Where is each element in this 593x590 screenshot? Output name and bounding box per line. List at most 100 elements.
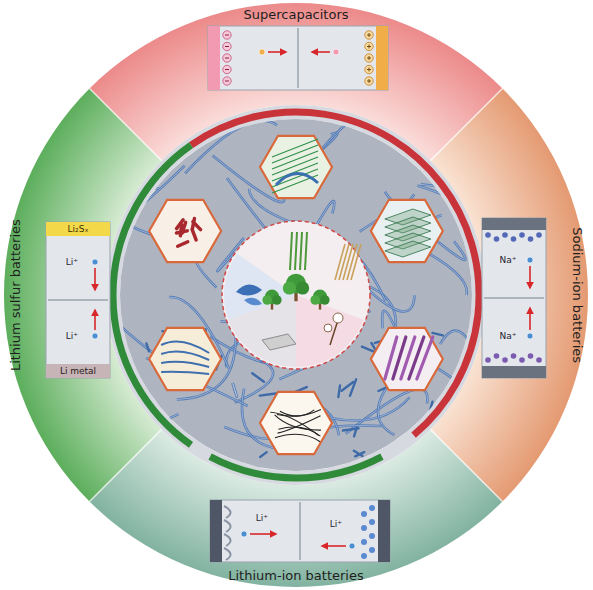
tree-crown (320, 295, 330, 305)
sodium-dot (511, 353, 517, 359)
ion-arrow (94, 310, 96, 330)
hexagon-inset (260, 392, 332, 454)
fiber-network (270, 412, 318, 435)
ion-dot (333, 49, 339, 55)
fiber (91, 130, 159, 189)
tree-crown (262, 295, 272, 305)
layered-sheet (385, 241, 431, 257)
separator (297, 28, 299, 88)
separator (484, 297, 544, 299)
sodium-dot (511, 236, 517, 242)
bamboo (300, 232, 302, 270)
sodium-dot (485, 357, 491, 363)
minus-sign (225, 46, 229, 47)
sodium-dot (536, 232, 542, 238)
hexagon-inset (149, 328, 221, 390)
fiber-rod (418, 447, 429, 448)
cathode-dot (361, 539, 367, 545)
hexagon-inset (260, 136, 332, 198)
blue-fiber (161, 372, 209, 374)
charge-symbol (223, 65, 231, 73)
ion-label: Li⁺ (256, 514, 268, 523)
cathode-dot (369, 519, 375, 525)
sodium-dot (502, 357, 508, 363)
sector-title: Supercapacitors (243, 8, 348, 22)
ion-arrow (529, 266, 531, 288)
anode-sheet (224, 506, 231, 518)
red-rod (177, 220, 184, 229)
hexagon-inset (371, 200, 443, 262)
sodium-dot (519, 357, 525, 363)
sector-title: Lithium-ion batteries (228, 569, 363, 583)
fiber-highlight (92, 412, 179, 438)
sector-band: Lithium sulfur batteries (8, 216, 24, 374)
electrode (378, 500, 390, 562)
fiber-rod (428, 402, 432, 417)
purple-fiber (409, 337, 424, 379)
fiber-rod (160, 411, 171, 420)
cotton-boll (333, 313, 343, 323)
fiber-rod (355, 452, 364, 456)
source-tint (224, 254, 296, 320)
tree-crown (296, 281, 309, 294)
cotton-boll (324, 324, 332, 332)
ion-dot (259, 49, 265, 55)
ion-arrow (268, 51, 286, 53)
electrode (482, 366, 546, 378)
cell-box (208, 26, 388, 90)
sector-band: Supercapacitors (240, 7, 351, 23)
paper-sheet (262, 334, 296, 350)
charge-symbol (223, 31, 231, 39)
charge-symbol (365, 65, 373, 73)
fiber-rod (430, 423, 438, 428)
sodium-dot (494, 236, 500, 242)
blue-fiber (161, 362, 209, 367)
charge-symbol (223, 42, 231, 50)
electrode (208, 26, 220, 90)
lithium-electrode (46, 364, 110, 378)
electrode (376, 26, 388, 90)
separator (299, 502, 301, 560)
electrode (482, 218, 546, 230)
sector-band: Sodium-ion batteries (569, 224, 585, 366)
electrode (210, 500, 222, 562)
charge-symbol (223, 77, 231, 85)
fiber (92, 412, 179, 438)
fiber-network (275, 415, 321, 430)
ion-label: Li⁺ (66, 332, 78, 341)
charge-symbol (365, 31, 373, 39)
ion-dot (527, 257, 533, 263)
hexagon-inset (149, 200, 221, 262)
red-rod (178, 242, 188, 247)
charge-symbol (365, 77, 373, 85)
fiber (346, 389, 428, 434)
fiber-highlight (346, 389, 428, 434)
tree-crown (272, 295, 282, 305)
cathode-dot (361, 511, 367, 517)
sodium-dot (485, 232, 491, 238)
minus-sign (225, 69, 229, 70)
ring (113, 112, 479, 478)
minus-sign (225, 35, 229, 36)
cell-box (482, 218, 546, 378)
bamboo (290, 232, 292, 270)
tree-crown (283, 281, 296, 294)
fiber-rod (414, 437, 420, 451)
ion-label: Li⁺ (330, 520, 342, 529)
ion-dot (92, 333, 98, 339)
minus-sign (225, 81, 229, 82)
ion-label: Li₂Sₓ (68, 225, 89, 234)
fiber-network (275, 434, 320, 442)
hexagon-inset (371, 328, 443, 390)
sector-divider (430, 89, 502, 161)
sector-divider (90, 429, 162, 501)
fiber-highlight (91, 130, 159, 189)
ion-arrow (94, 268, 96, 290)
bamboo (295, 232, 297, 270)
fiber-rod (260, 452, 267, 457)
cotton-stem (330, 320, 338, 345)
sodium-dot (536, 357, 542, 363)
plus-sign (369, 33, 370, 37)
ion-arrow (529, 308, 531, 330)
